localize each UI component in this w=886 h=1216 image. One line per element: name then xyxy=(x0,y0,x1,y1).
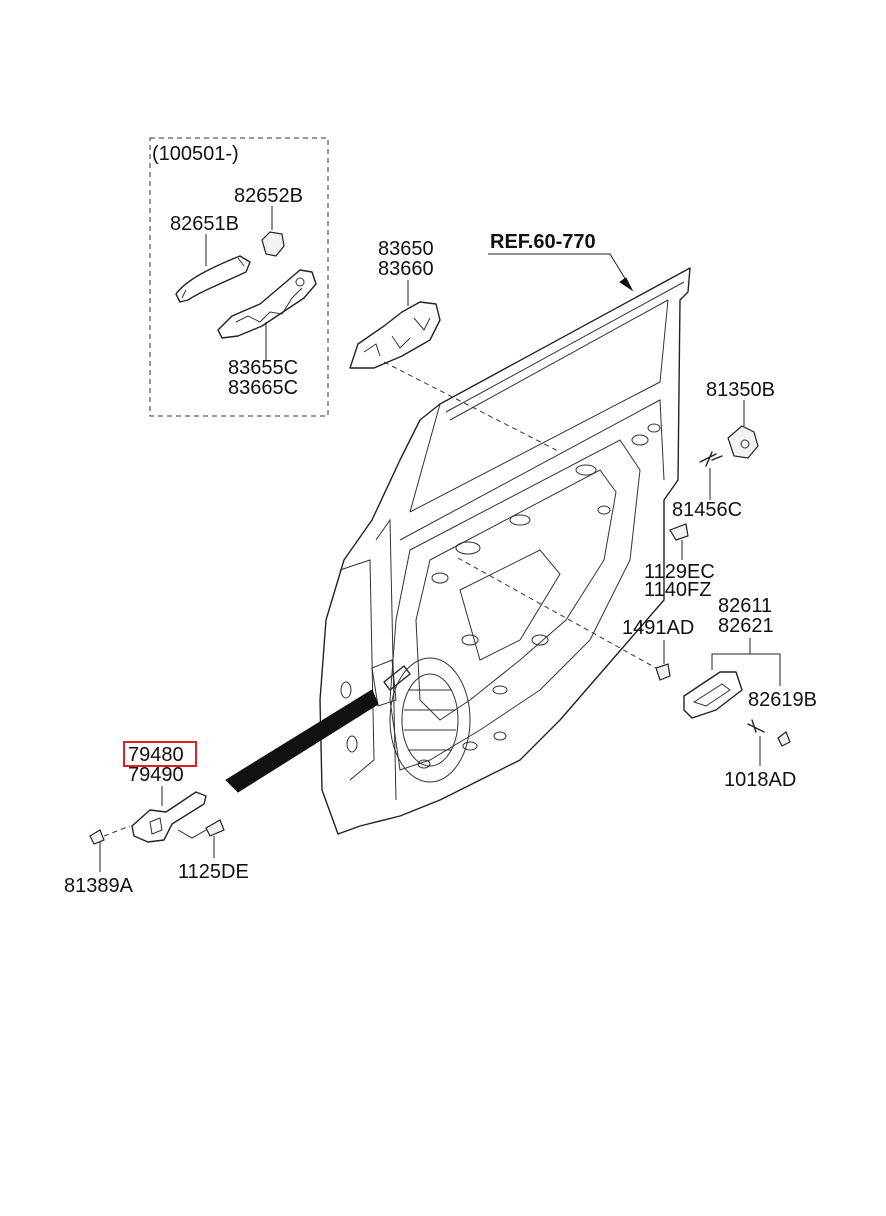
highlight-box-79480 xyxy=(123,741,197,767)
base-detail xyxy=(235,287,303,323)
bolt-1125DE-bracket xyxy=(177,829,207,839)
label-83660[interactable]: 83660 xyxy=(378,258,434,280)
door-panel xyxy=(319,267,691,835)
latch-detail xyxy=(363,317,431,357)
handle-detail xyxy=(181,257,245,299)
group-note: (100501-) xyxy=(152,143,239,165)
ref-label[interactable]: REF.60-770 xyxy=(490,231,596,253)
bolt-1129EC[interactable] xyxy=(669,523,689,541)
ref-leader xyxy=(488,253,633,291)
checker-location-arrow xyxy=(225,689,379,793)
label-82621[interactable]: 82621 xyxy=(718,615,774,637)
label-81389A[interactable]: 81389A xyxy=(64,875,134,897)
clip-dashline xyxy=(457,557,657,669)
group-box xyxy=(149,137,329,417)
label-1129EC[interactable]: 1129EC xyxy=(644,561,715,583)
checker-detail xyxy=(149,817,163,835)
ref-arrowhead xyxy=(619,277,634,292)
label-79480[interactable]: 79480 xyxy=(128,744,184,766)
bolt-1125DE[interactable] xyxy=(205,819,225,837)
label-81350B[interactable]: 81350B xyxy=(706,379,775,401)
latch-83650[interactable] xyxy=(349,301,441,369)
inside-handle-82611[interactable] xyxy=(683,671,743,719)
label-1018AD[interactable]: 1018AD xyxy=(724,769,796,791)
bolt-81389A-dashline xyxy=(103,825,131,837)
cap-82652B[interactable] xyxy=(261,231,285,257)
label-82619B[interactable]: 82619B xyxy=(748,689,817,711)
part-81350B[interactable] xyxy=(727,425,759,459)
leader-82619B-bracket xyxy=(750,653,781,686)
label-79490[interactable]: 79490 xyxy=(128,764,184,786)
label-83665C[interactable]: 83665C xyxy=(228,377,298,399)
label-83650[interactable]: 83650 xyxy=(378,238,434,260)
label-81456C[interactable]: 81456C xyxy=(672,499,742,521)
label-82651B[interactable]: 82651B xyxy=(170,213,239,235)
bolt-81389A[interactable] xyxy=(89,829,105,845)
door-checker-79480[interactable] xyxy=(131,791,207,843)
checker-mount xyxy=(383,665,411,691)
bolt-81456C[interactable] xyxy=(699,451,723,467)
handle-base-83655C[interactable] xyxy=(217,269,317,339)
cap-82619B[interactable] xyxy=(777,731,791,747)
label-1140FZ[interactable]: 1140FZ xyxy=(644,579,711,601)
clip-1491AD[interactable] xyxy=(655,663,671,681)
label-1125DE[interactable]: 1125DE xyxy=(178,861,249,883)
label-82652B[interactable]: 82652B xyxy=(234,185,303,207)
screw-1018AD[interactable] xyxy=(747,719,765,733)
inside-handle-recess xyxy=(692,683,731,707)
leader-82611 xyxy=(711,638,751,670)
part-81350B-hole xyxy=(740,439,750,449)
label-1491AD[interactable]: 1491AD xyxy=(622,617,694,639)
outside-handle-82651B[interactable] xyxy=(175,255,251,303)
latch-dashline xyxy=(383,361,561,453)
label-83655C[interactable]: 83655C xyxy=(228,357,298,379)
base-hole xyxy=(295,277,305,287)
label-82611[interactable]: 82611 xyxy=(718,595,772,617)
